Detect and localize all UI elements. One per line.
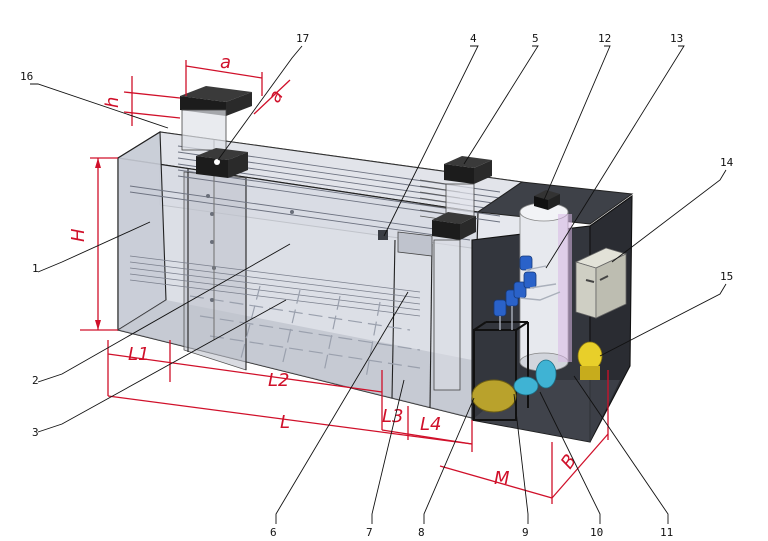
dim-label-l3: L3 [382,406,403,427]
dim-label-l2: L2 [268,370,289,391]
part-label-5: 5 [532,32,539,45]
part-label-4: 4 [470,32,477,45]
dim-label-h-height: H [68,228,89,242]
part-label-8: 8 [418,526,425,539]
part-label-11: 11 [660,526,673,539]
dim-label-l4: L4 [420,414,441,435]
inspection-cap-right [432,212,476,391]
part-label-12: 12 [598,32,611,45]
pump-pipes [499,265,561,330]
dim-label-h-cap: h [102,97,123,108]
part-label-7: 7 [366,526,373,539]
part-label-14: 14 [720,156,734,169]
yellow-unit [577,341,603,380]
cyan-units [513,359,557,396]
part-label-16: 16 [20,70,33,83]
dim-label-m: M [494,468,510,489]
control-cabinet [574,247,628,319]
inspection-cap-top-left [180,86,252,151]
part-label-2: 2 [32,374,39,387]
part-label-15: 15 [720,270,733,283]
dimension-lines [80,60,609,504]
dim-label-a-side: a [264,86,288,106]
part-label-17: 17 [296,32,309,45]
leader-lines [30,45,727,524]
part-label-10: 10 [590,526,603,539]
part-label-3: 3 [32,426,39,439]
part-label-6: 6 [270,526,277,539]
blue-pumps [493,255,537,317]
dim-label-l1: L1 [128,344,149,365]
dim-label-l: L [280,412,290,433]
part-label-9: 9 [522,526,529,539]
dim-label-a-top: a [220,52,231,73]
part-label-1: 1 [32,262,39,275]
pump-frame [471,321,529,421]
main-tank [116,131,524,419]
part-label-13: 13 [670,32,683,45]
